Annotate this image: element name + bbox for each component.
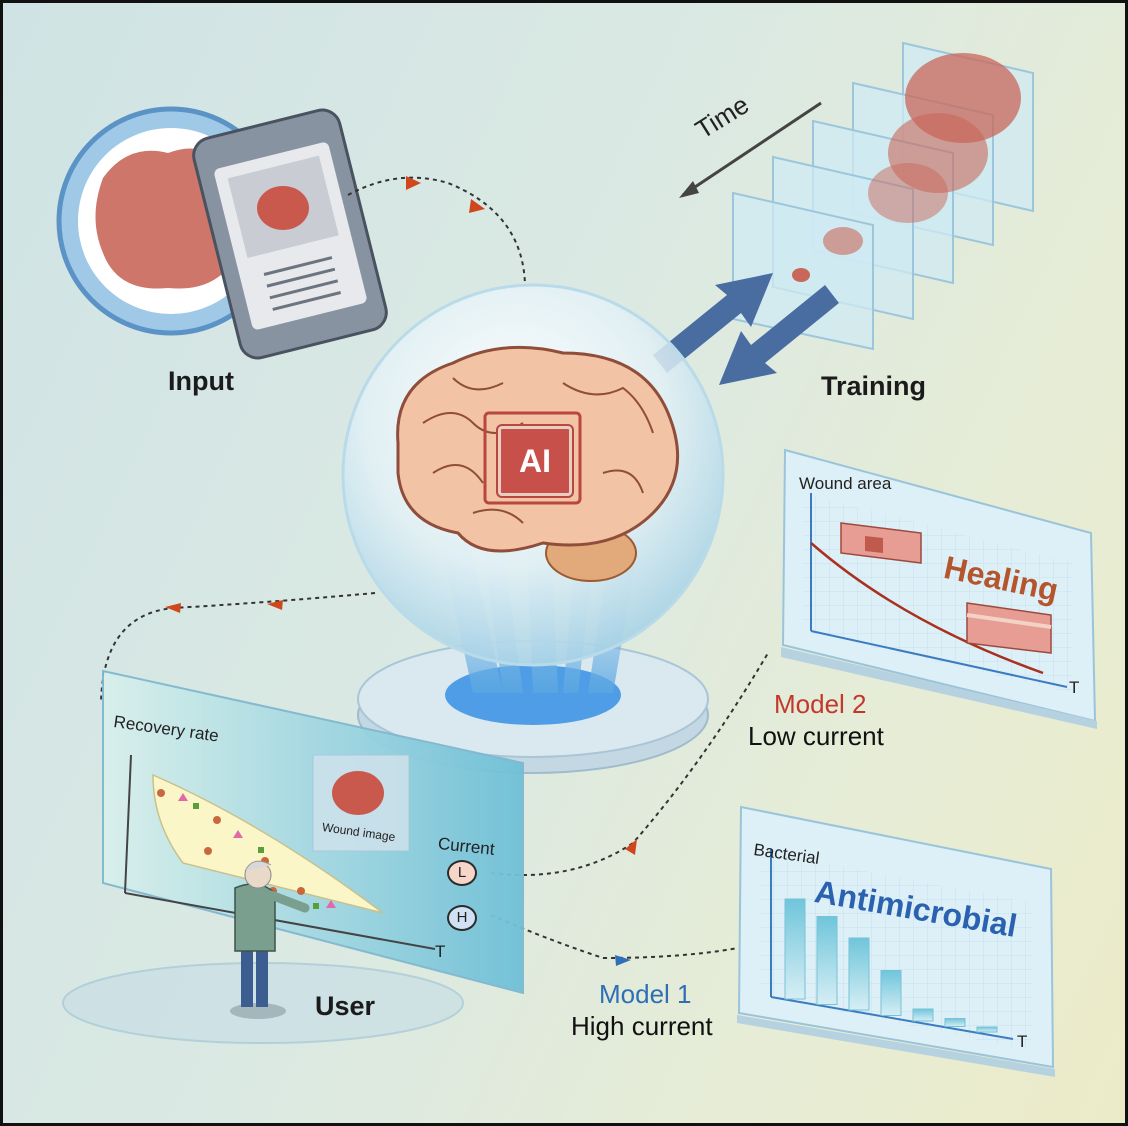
bacterial-bar — [848, 937, 870, 1011]
bacterial-bar — [816, 916, 838, 1005]
training-stack — [732, 41, 1034, 351]
scene-graphics — [56, 41, 1097, 1077]
input-to-ai-arrow — [347, 176, 526, 286]
phone — [192, 108, 388, 360]
bacterial-bar — [912, 1008, 934, 1022]
user-label: User — [315, 991, 376, 1021]
model2-name: Model 2 — [774, 689, 867, 719]
wound-area-axis-label: Wound area — [799, 474, 892, 493]
ai-chip: AI — [498, 426, 572, 496]
bacterial-bar — [784, 898, 806, 1000]
low-current-arrow — [490, 652, 769, 876]
healing-panel — [781, 448, 1097, 729]
model1-arrow-head — [615, 955, 631, 966]
bacterial-bar — [944, 1018, 966, 1027]
wound-tissue-block — [840, 522, 922, 564]
model1-name: Model 1 — [599, 979, 692, 1009]
flow-arrow-heads — [165, 176, 637, 855]
input-label: Input — [168, 366, 234, 396]
bacterial-bar — [976, 1026, 998, 1033]
high-current-arrow — [490, 914, 739, 960]
low-current-button[interactable]: L — [447, 860, 477, 886]
healing-x-axis-label: T — [1069, 678, 1080, 697]
high-current-button[interactable]: H — [447, 905, 477, 931]
user-panel-x-axis-label: T — [435, 942, 446, 961]
antimicrobial-panel — [737, 805, 1055, 1077]
model1-desc: High current — [571, 1011, 713, 1041]
model2-desc: Low current — [748, 721, 884, 751]
antimicrobial-x-axis-label: T — [1017, 1032, 1028, 1051]
time-arrow — [679, 101, 822, 198]
training-label: Training — [821, 371, 927, 401]
healed-tissue-block — [966, 602, 1052, 654]
bar-group — [784, 898, 998, 1033]
user-figure — [230, 860, 310, 1019]
bacterial-bar — [880, 970, 902, 1016]
training-arrows — [653, 273, 839, 385]
